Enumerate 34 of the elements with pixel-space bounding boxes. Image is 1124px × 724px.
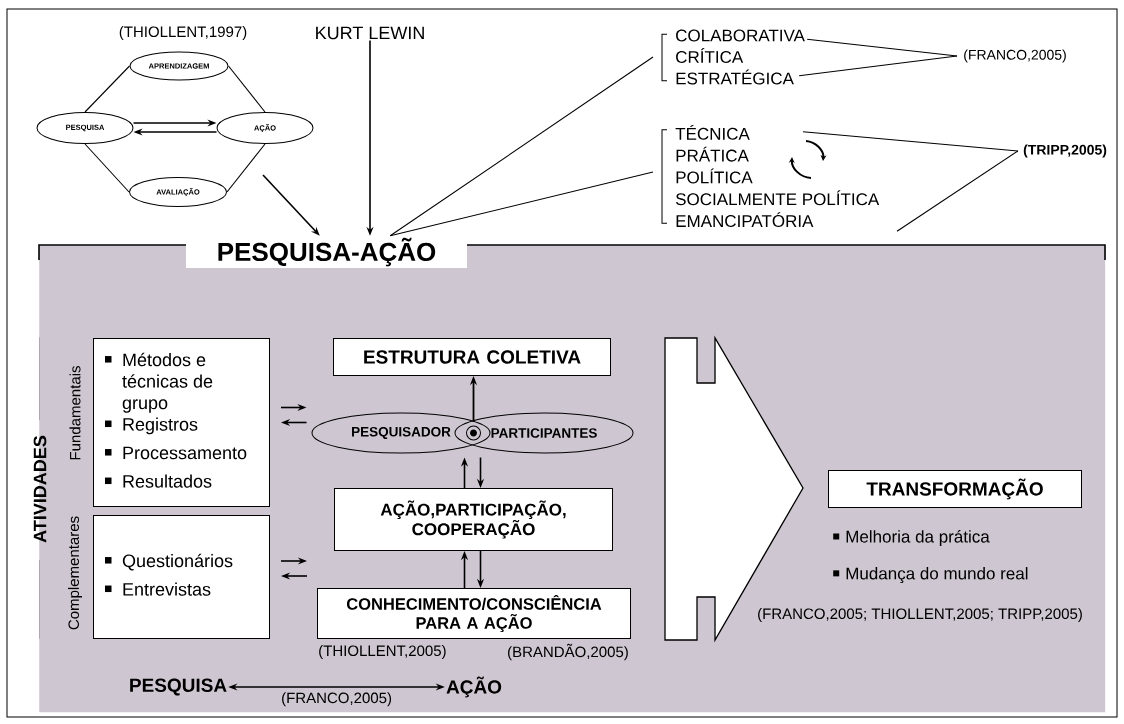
connector-line	[84, 143, 130, 193]
connector-line	[806, 38, 958, 57]
end-label: AÇÃO	[446, 676, 502, 698]
text-box: TRANSFORMAÇÃO	[828, 470, 1082, 508]
text-box: ESTRUTURA COLETIVA	[333, 338, 611, 376]
citation: (BRANDÃO,2005)	[508, 643, 628, 661]
connector-line	[84, 65, 131, 113]
citation: (FRANCO,2005; THIOLLENT,2005; TRIPP,2005)	[758, 608, 1082, 622]
citation: (THIOLLENT,1997)	[119, 26, 247, 40]
connector-line	[798, 55, 958, 77]
citation: (THIOLLENT,2005)	[319, 645, 446, 659]
heading-text: KURT LEWIN	[316, 26, 424, 40]
list-box: Métodos e técnicas de grupo Registros Processamento Resultados	[93, 338, 270, 507]
text-box: AÇÃO,PARTICIPAÇÃO, COOPERAÇÃO	[334, 488, 613, 551]
side-label: Complementares	[68, 516, 82, 630]
title-box: PESQUISA-AÇÃO	[186, 236, 467, 268]
connector-line	[802, 131, 1019, 152]
side-heading: ATIVIDADES	[33, 435, 47, 543]
bracketed-list: COLABORATIVA CRÍTICA ESTRATÉGICA	[661, 29, 805, 85]
connector-line	[226, 143, 266, 193]
connector-line	[227, 65, 266, 113]
text-box: CONHECIMENTO/CONSCIÊNCIA PARA A AÇÃO	[317, 588, 631, 639]
citation: (FRANCO,2005)	[964, 49, 1066, 63]
citation: (TRIPP,2005)	[1023, 144, 1107, 158]
bullet-item: Melhoria da prática	[833, 530, 990, 546]
edge-label: (FRANCO,2005)	[282, 692, 392, 707]
list-box: Questionários Entrevistas	[93, 515, 270, 639]
connector-line	[389, 171, 654, 237]
connector-line	[896, 150, 1019, 232]
side-label: Fundamentais	[69, 366, 81, 460]
bullet-item: Mudança do mundo real	[833, 567, 1028, 583]
end-label: PESQUISA	[130, 678, 227, 696]
connector-line	[389, 56, 654, 237]
bracketed-list: TÉCNICA PRÁTICA POLÍTICA SOCIALMENTE POLÍTICA EMANCIPATÓRIA	[661, 124, 880, 228]
